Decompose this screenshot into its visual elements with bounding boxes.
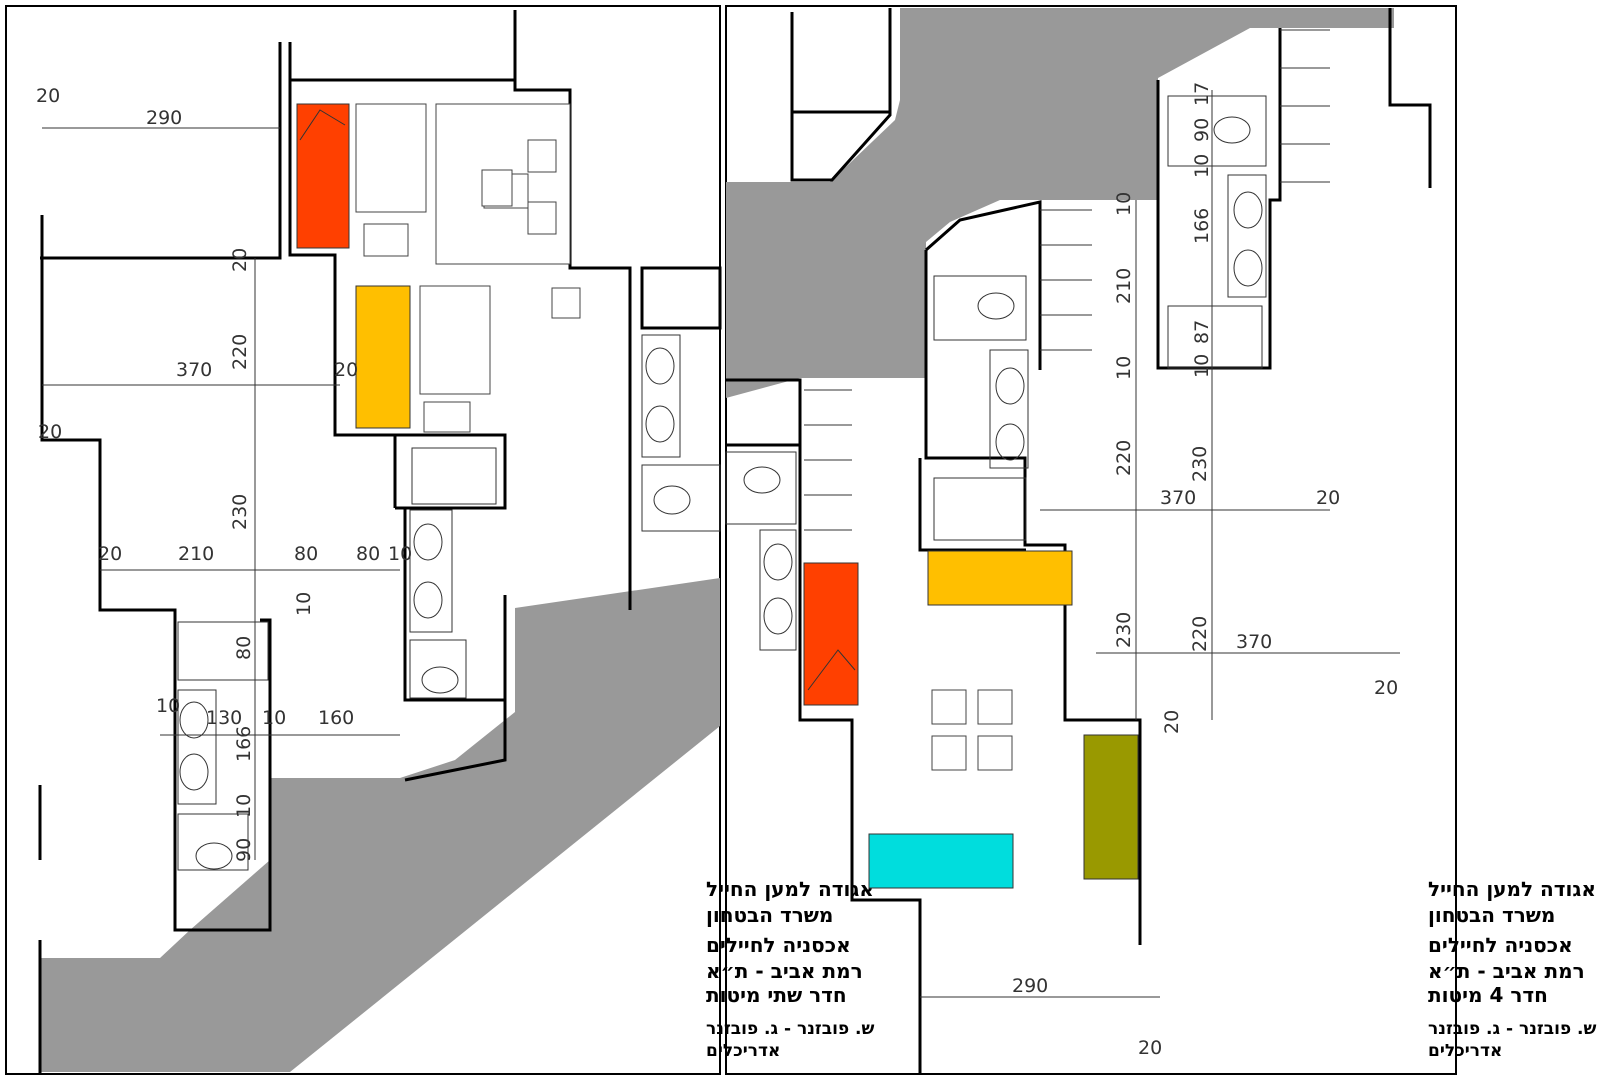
- red-bed-left: [296, 103, 350, 249]
- rdim-220a: 220: [1113, 440, 1135, 476]
- dim-130: 130: [206, 707, 242, 729]
- dim-370: 370: [176, 359, 212, 381]
- rdim-10b: 10: [1191, 354, 1213, 378]
- left-title-5: חדר שתי מיטות: [706, 983, 847, 1007]
- rdim-210: 210: [1113, 268, 1135, 304]
- dim-160: 160: [318, 707, 354, 729]
- dim-20-v1: 20: [229, 248, 251, 272]
- right-title-2: משרד הבטחון: [1428, 903, 1555, 927]
- dim-10b: 10: [156, 695, 180, 717]
- rdim-230a: 230: [1189, 446, 1211, 482]
- rdim-290: 290: [1012, 975, 1048, 997]
- right-sheet: 17 90 10 166 87 10 10 210 10 220 230 370…: [725, 8, 1596, 1074]
- red-bed-right: [803, 562, 859, 706]
- wall-outline-left: [40, 42, 282, 260]
- dim-20-b: 20: [98, 543, 122, 565]
- dim-20-left: 20: [38, 421, 62, 443]
- right-title-5: חדר 4 מיטות: [1428, 983, 1548, 1007]
- rdim-370b: 370: [1236, 631, 1272, 653]
- rdim-20c: 20: [1161, 710, 1183, 734]
- dim-210: 210: [178, 543, 214, 565]
- left-title-1: אגודה למען החייל: [706, 877, 874, 901]
- yellow-bed-left: [355, 285, 411, 429]
- dim-10d: 10: [233, 794, 255, 818]
- dim-10a: 10: [388, 543, 412, 565]
- dim-220: 220: [229, 334, 251, 370]
- left-sheet: 20 290 20 220 370 20 20 230 20 210 80 80…: [36, 10, 874, 1074]
- rdim-220b: 220: [1189, 616, 1211, 652]
- dim-90: 90: [233, 838, 255, 862]
- left-architects-1: ש. פובזנר - ג. פובזנר: [706, 1019, 874, 1039]
- right-title-1: אגודה למען החייל: [1428, 877, 1596, 901]
- dim-80b: 80: [356, 543, 380, 565]
- cyan-bed-right: [868, 833, 1014, 889]
- rdim-10a: 10: [1191, 154, 1213, 178]
- dim-230: 230: [229, 494, 251, 530]
- dim-10c: 10: [262, 707, 286, 729]
- rdim-230b: 230: [1113, 612, 1135, 648]
- rdim-20a: 20: [1316, 487, 1340, 509]
- rdim-166: 166: [1191, 208, 1213, 244]
- right-architects-1: ש. פובזנר - ג. פובזנר: [1428, 1019, 1596, 1039]
- right-architects-2: אדריכלים: [1428, 1041, 1502, 1061]
- dim-80a: 80: [294, 543, 318, 565]
- rdim-90: 90: [1191, 118, 1213, 142]
- corridor-left: [40, 578, 720, 1072]
- left-architects-2: אדריכלים: [706, 1041, 780, 1061]
- yellow-bed-right: [927, 550, 1073, 606]
- right-title-3: אכסניה לחיילים: [1428, 933, 1573, 957]
- dim-166: 166: [233, 726, 255, 762]
- dim-20-top: 20: [36, 85, 60, 107]
- rdim-20b: 20: [1374, 677, 1398, 699]
- rdim-370a: 370: [1160, 487, 1196, 509]
- dim-10v: 10: [293, 592, 315, 616]
- rdim-87: 87: [1191, 320, 1213, 344]
- dim-290: 290: [146, 107, 182, 129]
- right-title-4: רמת אביב - ת״א: [1428, 959, 1585, 983]
- corridor-right: [726, 8, 1394, 398]
- left-title-3: אכסניה לחיילים: [706, 933, 851, 957]
- rdim-20d: 20: [1138, 1037, 1162, 1059]
- rdim-10d: 10: [1113, 356, 1135, 380]
- dim-20-mid: 20: [334, 359, 358, 381]
- olive-bed-right: [1083, 734, 1139, 880]
- rdim-17: 17: [1191, 82, 1213, 106]
- dim-80v: 80: [233, 636, 255, 660]
- rdim-10c: 10: [1113, 192, 1135, 216]
- left-title-2: משרד הבטחון: [706, 903, 833, 927]
- left-title-4: רמת אביב - ת״א: [706, 959, 863, 983]
